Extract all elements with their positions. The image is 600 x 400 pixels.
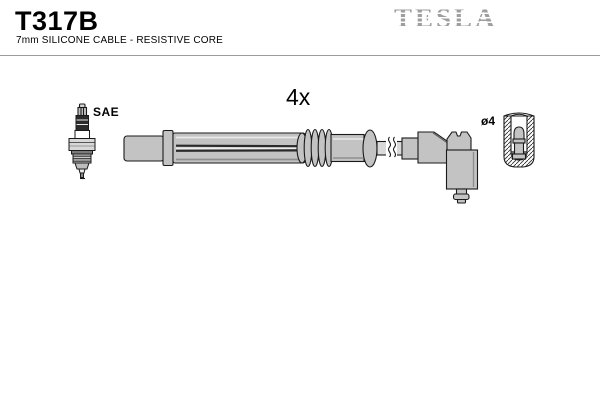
connector-flange <box>362 129 378 168</box>
coil-boot <box>123 135 165 162</box>
boot-collar <box>162 129 174 167</box>
terminal-pin <box>511 126 527 160</box>
bellows-seal <box>303 128 334 168</box>
terminal-cap-section <box>503 112 535 168</box>
sae-standard-label: SAE <box>93 105 120 119</box>
tesla-logo: TESLA <box>394 3 498 33</box>
spark-plug-icon <box>68 103 96 180</box>
terminal-diameter-label: ø4 <box>481 114 496 128</box>
quantity-label: 4x <box>286 84 311 110</box>
header-divider <box>0 55 600 56</box>
product-subtitle: 7mm SILICONE CABLE - RESISTIVE CORE <box>16 35 224 46</box>
ignition-cable-drawing <box>123 128 479 204</box>
part-number: T317B <box>15 6 99 36</box>
right-angle-boot <box>401 131 479 204</box>
cable-break-symbol <box>387 136 392 158</box>
